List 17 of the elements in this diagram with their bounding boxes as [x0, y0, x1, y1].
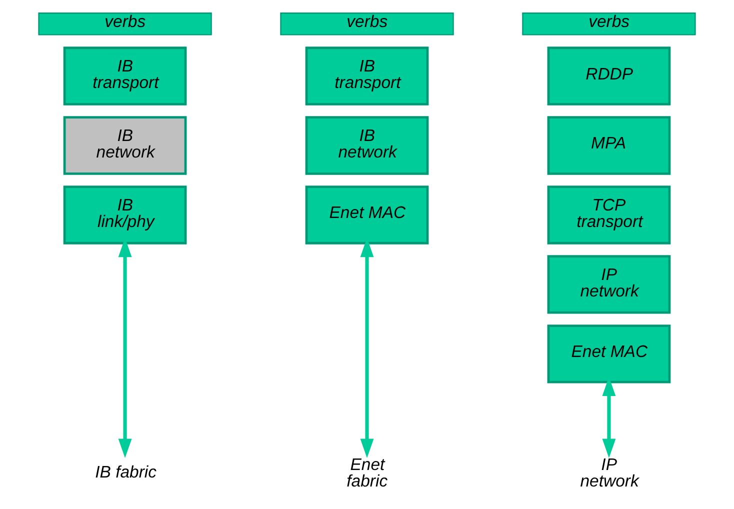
node-text: IP network	[580, 454, 639, 491]
node-box: verbs	[522, 12, 696, 36]
node-box: Enet MAC	[305, 186, 429, 244]
node-text: IB fabric	[95, 462, 157, 482]
node-box: IB link/phy	[63, 186, 187, 244]
node-box: IB network	[63, 116, 187, 175]
node-box: IP network	[547, 255, 671, 314]
node-box: RDDP	[547, 46, 671, 106]
node-text: Enet fabric	[346, 454, 388, 491]
node-box: IB transport	[305, 46, 429, 106]
node-box: Enet MAC	[547, 324, 671, 384]
node-box: verbs	[38, 12, 212, 36]
node-box: IB network	[305, 116, 429, 175]
node-box: MPA	[547, 116, 671, 175]
node-box: verbs	[280, 12, 454, 36]
node-box: IB transport	[63, 46, 187, 106]
node-box: TCP transport	[547, 186, 671, 244]
